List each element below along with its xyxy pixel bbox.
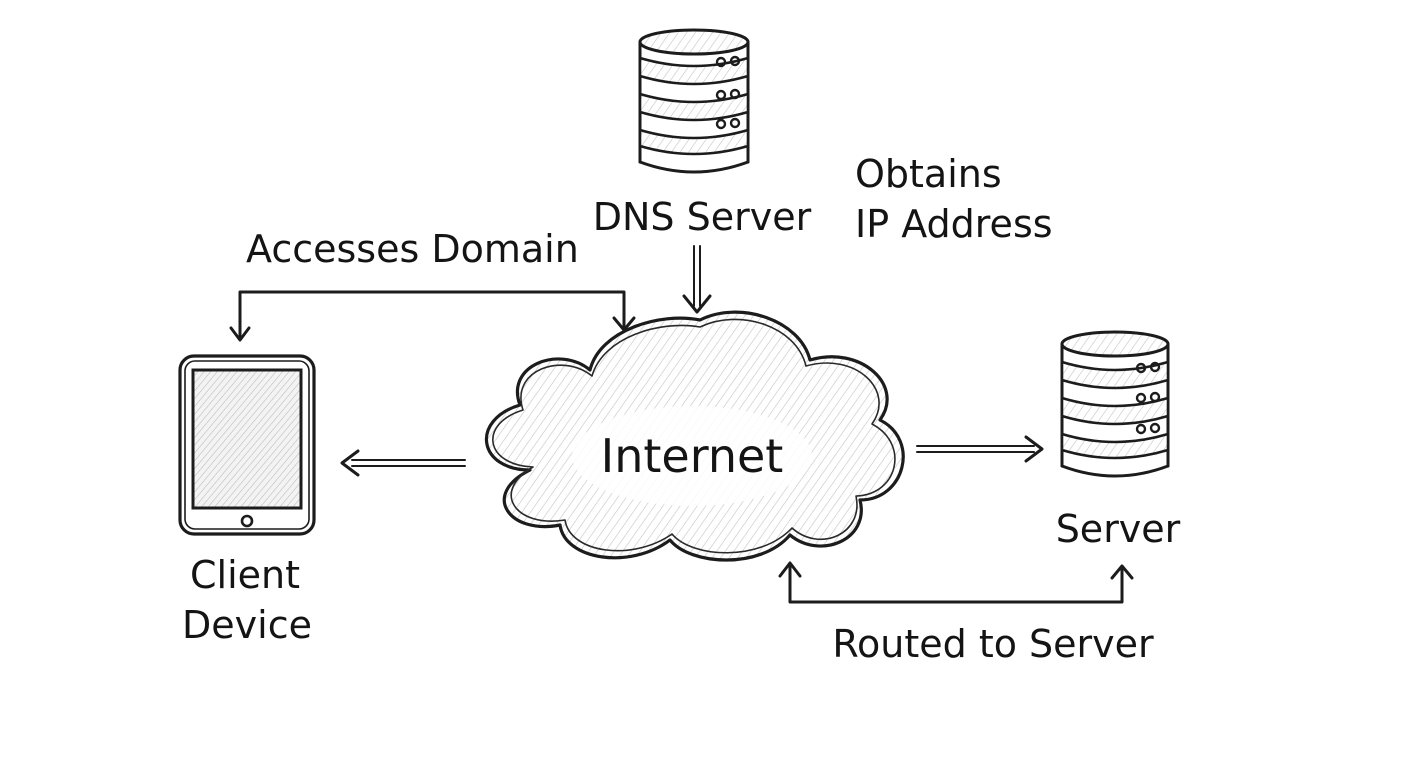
database-server-icon — [1060, 330, 1170, 478]
server-node: Server — [1056, 330, 1181, 551]
obtains-ip-label-line1: Obtains — [855, 152, 1002, 196]
obtains-ip-label: Obtains IP Address — [855, 152, 1053, 246]
dns-to-internet-arrow — [682, 245, 712, 314]
dns-server-node: DNS Server — [593, 28, 812, 239]
dns-server-label: DNS Server — [593, 195, 812, 239]
accesses-domain-arrow — [229, 290, 636, 342]
tablet-icon — [178, 354, 316, 536]
server-label: Server — [1056, 507, 1181, 551]
client-device-label-line2: Device — [182, 603, 312, 647]
client-device-node: Client Device — [178, 354, 316, 647]
obtains-ip-label-line2: IP Address — [855, 202, 1053, 246]
routed-to-server-arrow — [778, 561, 1134, 604]
internet-node: Internet — [484, 310, 905, 562]
internet-to-server-arrow — [916, 435, 1044, 463]
internet-label: Internet — [601, 429, 784, 483]
client-device-label-line1: Client — [190, 553, 300, 597]
cloud-icon — [484, 310, 905, 562]
database-server-icon — [638, 28, 750, 174]
routed-to-server-label: Routed to Server — [832, 622, 1154, 666]
internet-to-client-arrow — [340, 449, 466, 477]
accesses-domain-label: Accesses Domain — [246, 227, 579, 271]
